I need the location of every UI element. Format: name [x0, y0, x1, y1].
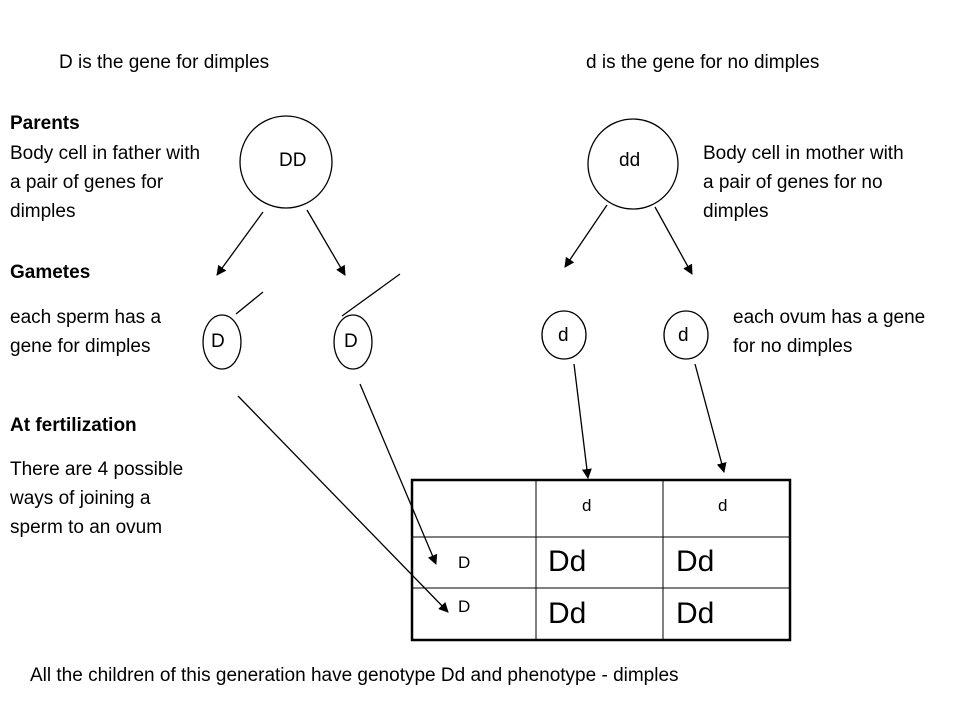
punnett-cell-1-2: Dd: [676, 545, 715, 578]
punnett-row-header-2: D: [458, 597, 471, 616]
conclusion-note: All the children of this generation have…: [30, 665, 679, 686]
mother-genotype: dd: [619, 150, 641, 171]
sperm-2-gene: D: [344, 331, 358, 352]
punnett-cell-1-1: Dd: [548, 545, 587, 578]
punnett-square: [410, 478, 792, 642]
sperm-cell-2: [333, 314, 373, 370]
sperm-description: each sperm has a gene for dimples: [10, 307, 162, 357]
parents-heading: Parents: [10, 113, 80, 134]
arrow-father-right: [306, 209, 346, 276]
arrow-ovum-2-to-col-2: [694, 363, 727, 473]
gametes-heading: Gametes: [10, 262, 91, 283]
mother-cell: [587, 118, 679, 210]
dominant-gene-note: D is the gene for dimples: [59, 52, 270, 73]
punnett-row-header-1: D: [458, 553, 471, 572]
ovum-1-gene: d: [558, 325, 569, 346]
arrow-sperm-1-to-row-2: [237, 395, 449, 613]
arrow-ovum-1-to-col-1: [573, 363, 592, 479]
father-genotype: DD: [279, 150, 307, 171]
ovum-cell-1: [541, 310, 587, 360]
sperm-tail-2: [341, 273, 401, 317]
mother-description: Body cell in mother with a pair of genes…: [703, 143, 904, 222]
punnett-cell-2-2: Dd: [676, 597, 715, 630]
ovum-2-gene: d: [678, 325, 689, 346]
punnett-col-header-1: d: [582, 496, 592, 515]
ovum-cell-2: [663, 310, 709, 360]
arrow-sperm-2-to-row-1: [359, 383, 438, 565]
arrow-father-left: [216, 211, 264, 276]
sperm-1-gene: D: [211, 331, 225, 352]
father-cell: [239, 115, 333, 209]
arrow-mother-left: [564, 204, 608, 268]
recessive-gene-note: d is the gene for no dimples: [586, 52, 820, 73]
punnett-cell-2-1: Dd: [548, 597, 587, 630]
arrow-mother-right: [654, 206, 693, 275]
sperm-cell-1: [202, 314, 242, 370]
fertilization-description: There are 4 possible ways of joining a s…: [10, 459, 184, 538]
sperm-tail-1: [235, 291, 264, 315]
father-description: Body cell in father with a pair of genes…: [10, 143, 201, 222]
fertilization-heading: At fertilization: [10, 415, 137, 436]
punnett-col-header-2: d: [718, 496, 728, 515]
ovum-description: each ovum has a gene for no dimples: [733, 307, 926, 357]
